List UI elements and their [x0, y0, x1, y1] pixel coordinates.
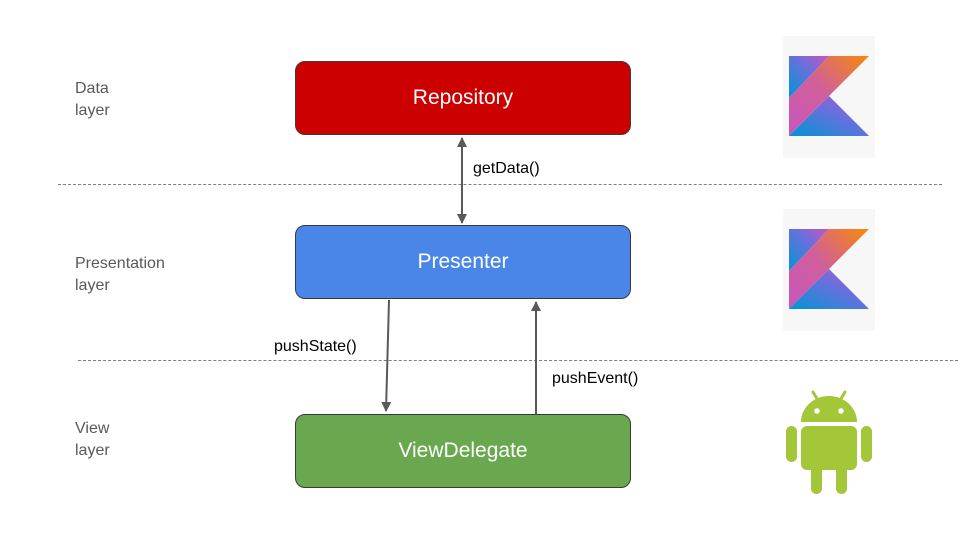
- view-delegate-box: ViewDelegate: [295, 414, 631, 488]
- presenter-label: Presenter: [417, 250, 509, 273]
- kotlin-logo-icon: [783, 36, 875, 158]
- repository-box: Repository: [295, 61, 631, 135]
- presentation-layer-label: Presentation layer: [75, 255, 165, 294]
- get-data-label: getData(): [473, 160, 540, 177]
- push-event-label: pushEvent(): [552, 370, 639, 387]
- presenter-box: Presenter: [295, 225, 631, 299]
- data-layer-label: Data layer: [75, 80, 110, 119]
- view-layer-label: View layer: [75, 420, 110, 459]
- view-delegate-label: ViewDelegate: [398, 439, 528, 462]
- repository-label: Repository: [412, 86, 514, 109]
- divider-presentation-view: [78, 360, 958, 361]
- android-robot-icon: [786, 390, 872, 494]
- push-state-label: pushState(): [274, 338, 357, 355]
- push-state-arrow: [381, 299, 392, 412]
- kotlin-logo-icon: [783, 209, 875, 331]
- divider-data-presentation: [58, 184, 942, 185]
